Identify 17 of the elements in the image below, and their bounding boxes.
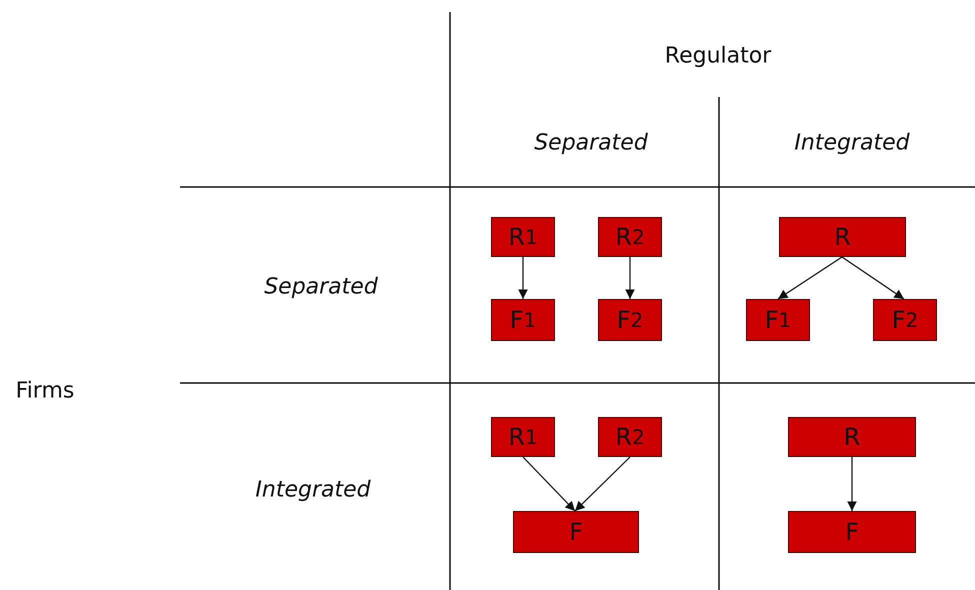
column-heading: Separated [534, 130, 648, 156]
axis-heading: Firms [16, 378, 74, 404]
entity-box: R [779, 217, 906, 257]
arrow [522, 456, 576, 512]
column-heading: Integrated [794, 130, 910, 156]
axis-heading: Regulator [664, 44, 772, 68]
row-heading: Integrated [255, 478, 371, 502]
arrow [778, 256, 842, 300]
arrow [625, 257, 635, 299]
entity-box: R [788, 417, 916, 457]
arrow [842, 256, 904, 300]
row-heading: Separated [264, 274, 378, 300]
arrow [518, 257, 528, 299]
arrow [574, 456, 630, 512]
entity-box: F [788, 511, 916, 553]
entity-box: F [513, 511, 639, 553]
arrow [847, 457, 857, 511]
